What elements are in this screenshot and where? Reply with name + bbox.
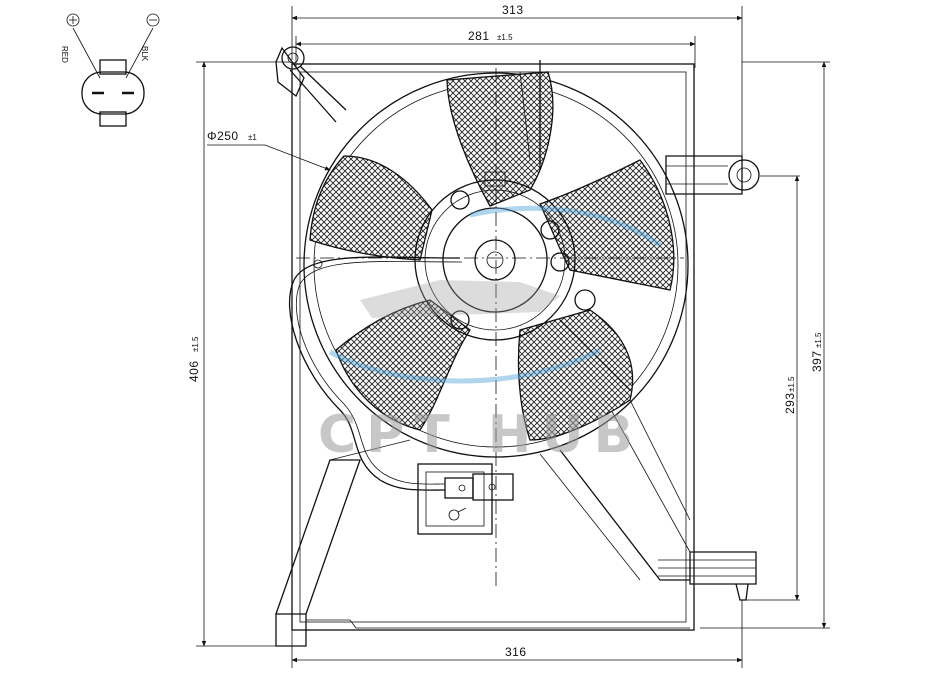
left-height-tol: ±1.5 xyxy=(191,336,200,352)
watermark-text: CPT HUB xyxy=(318,405,643,465)
fan-blade-bottom-left xyxy=(335,299,471,431)
fan-blade-right xyxy=(539,159,675,291)
positive-pin-code: RED xyxy=(60,46,69,63)
fan-blade-left xyxy=(309,155,433,261)
motor-housing xyxy=(414,179,576,341)
dimension-inner-width: 281 ±1.5 xyxy=(295,29,696,68)
connector-housing xyxy=(81,71,145,115)
mount-hole-right xyxy=(728,159,760,191)
fan-diameter-tol: ±1 xyxy=(248,133,257,142)
watermark-car-icon xyxy=(360,280,560,318)
positive-terminal-icon xyxy=(66,13,80,27)
electrical-connector: RED BLK xyxy=(60,13,160,127)
hub-bolt-4 xyxy=(450,310,470,330)
hub-bolt-1 xyxy=(450,190,470,210)
bottom-width-value: 316 xyxy=(505,645,527,659)
resistor-box xyxy=(417,463,493,535)
bottom-left-foot xyxy=(275,613,307,647)
fan-blades xyxy=(309,71,675,441)
fan-blade-top xyxy=(446,71,554,207)
negative-terminal-icon xyxy=(146,13,160,27)
fan-diameter-value: Φ250 xyxy=(207,129,239,143)
mount-hole-top-left xyxy=(281,46,305,70)
support-strut-left xyxy=(275,459,361,615)
fan-shroud xyxy=(275,46,760,647)
hub-bolt-2 xyxy=(540,220,560,240)
dimension-right-inner-height: 293 ±1.5 xyxy=(742,175,800,601)
top-width-value: 313 xyxy=(502,3,524,17)
dimension-right-outer-height: 397 ±1.5 xyxy=(700,61,830,629)
fan-hub xyxy=(414,60,631,391)
bottom-right-bracket xyxy=(689,551,757,585)
right-outer-height-value: 397 xyxy=(810,350,824,372)
shaft xyxy=(486,251,504,269)
dimension-bottom-width: 316 xyxy=(291,600,743,668)
hub-center xyxy=(474,239,516,281)
watermark-swoosh-icon xyxy=(328,347,602,384)
right-outer-height-tol: ±1.5 xyxy=(814,332,823,348)
wire-harness xyxy=(288,256,514,501)
inner-width-tol: ±1.5 xyxy=(497,33,513,42)
dimension-fan-diameter: Φ250 ±1 xyxy=(207,129,331,171)
connector-latch xyxy=(99,59,127,75)
resistor-screw xyxy=(448,509,460,521)
dimension-left-height: 406 ±1.5 xyxy=(187,61,290,647)
resistor-box-outer xyxy=(417,463,493,535)
wire-clip xyxy=(313,259,323,269)
mount-ear-top-left xyxy=(275,46,305,98)
dimension-top-width: 313 xyxy=(291,3,743,170)
shroud-inner-frame xyxy=(299,71,687,623)
wire-connector xyxy=(472,473,514,501)
left-height-value: 406 xyxy=(187,360,201,382)
hub-bolt-3 xyxy=(550,252,570,272)
support-strut-right xyxy=(559,449,690,581)
right-inner-height-value: 293 xyxy=(783,392,797,414)
watermark: CPT HUB xyxy=(318,205,662,465)
right-inner-height-tol: ±1.5 xyxy=(787,376,796,392)
hub-ring xyxy=(442,207,548,313)
hub-bolt-5 xyxy=(574,289,596,311)
wire-lead xyxy=(288,256,461,491)
inner-width-value: 281 xyxy=(468,29,490,43)
shroud-outer-frame xyxy=(291,63,695,631)
fan-blade-bottom-right xyxy=(517,309,634,441)
wire-guide-bottom xyxy=(559,319,631,391)
mount-ear-right xyxy=(665,155,743,195)
negative-pin-code: BLK xyxy=(140,46,149,62)
